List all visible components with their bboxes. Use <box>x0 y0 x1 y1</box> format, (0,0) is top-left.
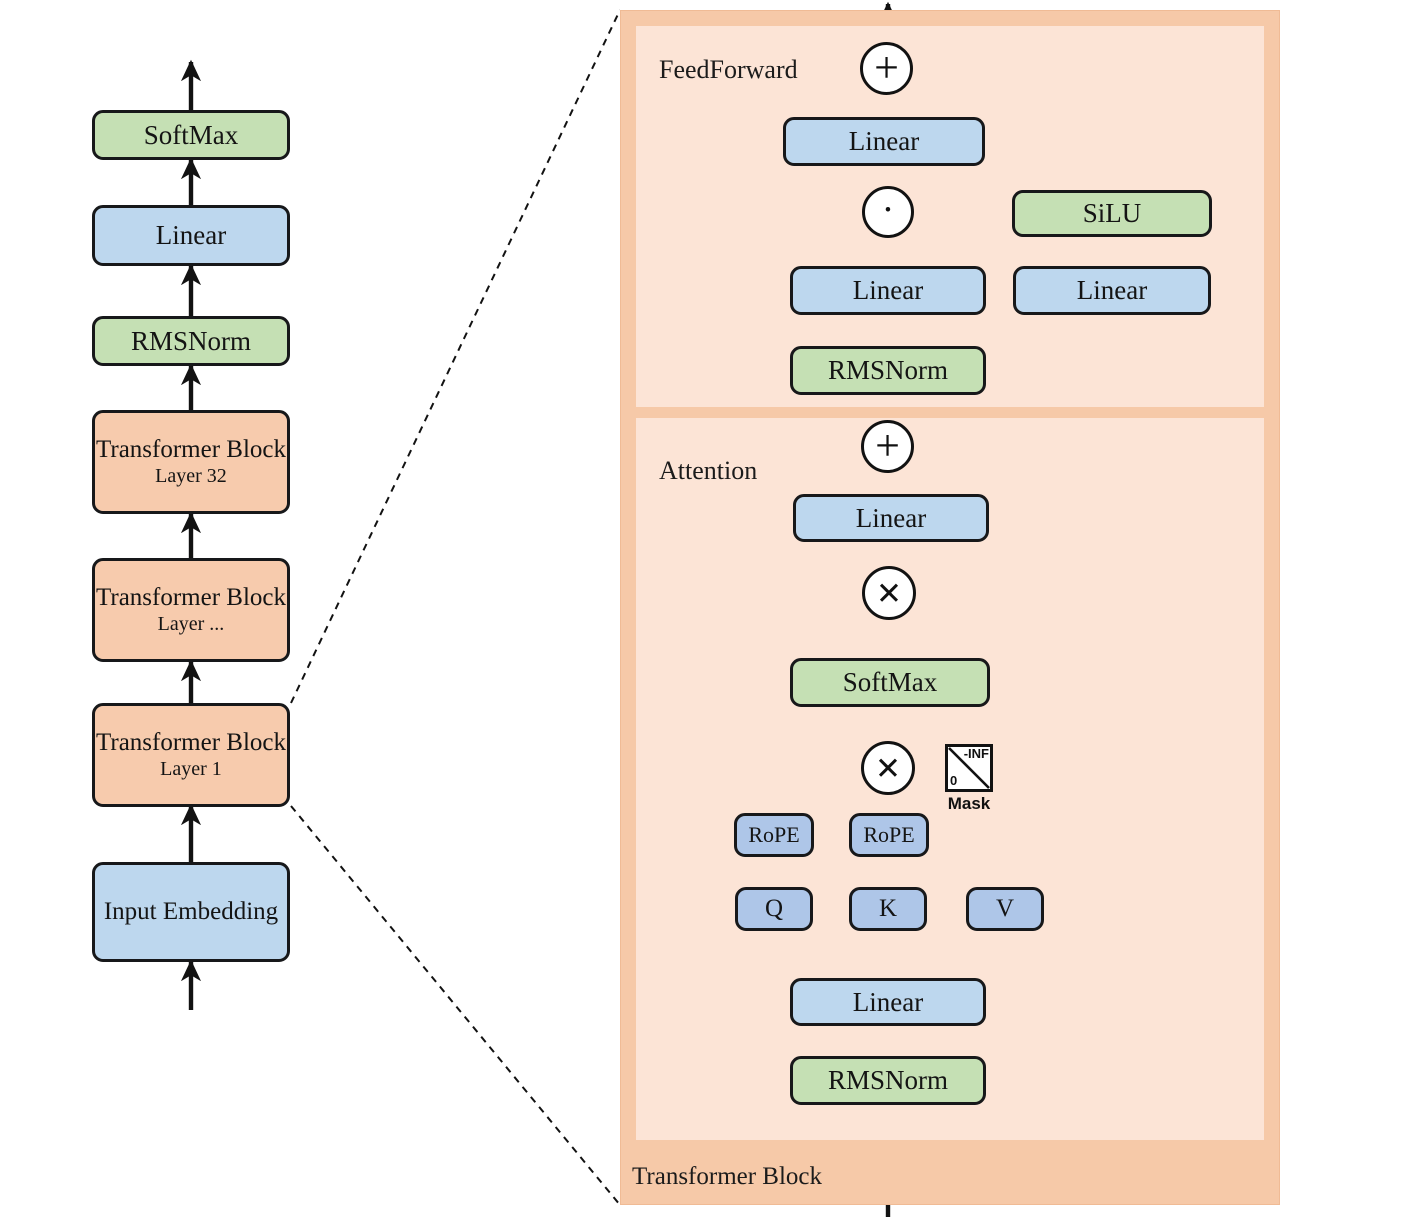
node-label: RMSNorm <box>130 325 252 356</box>
node-ff-up-linear[interactable]: Linear <box>1013 266 1211 315</box>
node-linear-head[interactable]: Linear <box>92 205 290 266</box>
node-label: Linear <box>848 126 920 157</box>
node-transformer-block-mid[interactable]: Transformer Block Layer ... <box>92 558 290 662</box>
mask-icon: -INF 0 <box>945 744 993 792</box>
matmul-symbol: ✕ <box>876 576 902 611</box>
mask-caption: Mask <box>947 794 991 813</box>
attention-qk-matmul[interactable]: ✕ <box>861 741 915 795</box>
mask-upper-value: -INF <box>963 746 989 761</box>
node-label: RoPE <box>748 821 800 847</box>
multiply-symbol: · <box>881 189 895 231</box>
node-query[interactable]: Q <box>735 887 813 931</box>
node-value[interactable]: V <box>966 887 1044 931</box>
node-transformer-block-32[interactable]: Transformer Block Layer 32 <box>92 410 290 514</box>
feedforward-add-operator[interactable]: + <box>860 42 913 95</box>
node-sublabel: Layer ... <box>157 613 225 636</box>
node-attn-qkv-linear[interactable]: Linear <box>790 978 986 1026</box>
node-label: Transformer Block <box>95 729 287 757</box>
node-rmsnorm-head[interactable]: RMSNorm <box>92 316 290 366</box>
node-label: RMSNorm <box>827 1065 949 1096</box>
feedforward-multiply-operator[interactable]: · <box>862 186 914 238</box>
feedforward-label: FeedForward <box>659 55 798 84</box>
node-label: Linear <box>852 986 924 1017</box>
node-sublabel: Layer 32 <box>155 465 227 488</box>
node-ff-down-linear[interactable]: Linear <box>783 117 985 166</box>
node-ff-silu[interactable]: SiLU <box>1012 190 1212 237</box>
node-rope-q[interactable]: RoPE <box>734 813 814 857</box>
node-attn-rmsnorm[interactable]: RMSNorm <box>790 1056 986 1105</box>
node-label: RMSNorm <box>827 355 949 386</box>
node-label: RoPE <box>863 821 915 847</box>
node-label: K <box>878 895 898 922</box>
node-attn-softmax[interactable]: SoftMax <box>790 658 990 707</box>
node-label: Input Embedding <box>103 898 279 925</box>
node-label: V <box>995 895 1015 922</box>
node-label: SiLU <box>1082 198 1142 229</box>
node-label: Transformer Block <box>95 436 287 464</box>
attention-label: Attention <box>659 456 758 485</box>
node-input-embedding[interactable]: Input Embedding <box>92 862 290 962</box>
node-label: SoftMax <box>842 667 938 698</box>
node-key[interactable]: K <box>849 887 927 931</box>
node-label: Transformer Block <box>95 584 287 612</box>
node-label: Linear <box>852 275 924 306</box>
attention-scores-values-matmul[interactable]: ✕ <box>862 566 916 620</box>
node-label: Linear <box>855 502 927 533</box>
node-label: Linear <box>155 220 227 251</box>
matmul-symbol: ✕ <box>875 751 901 786</box>
attention-add-operator[interactable]: + <box>861 420 914 473</box>
node-ff-rmsnorm[interactable]: RMSNorm <box>790 346 986 395</box>
add-symbol: + <box>874 43 899 92</box>
node-sublabel: Layer 1 <box>160 758 222 781</box>
add-symbol: + <box>875 421 900 470</box>
node-label: SoftMax <box>143 119 239 150</box>
node-attn-out-linear[interactable]: Linear <box>793 494 989 542</box>
node-label: Q <box>764 895 784 922</box>
mask-lower-value: 0 <box>950 773 958 788</box>
node-transformer-block-1[interactable]: Transformer Block Layer 1 <box>92 703 290 807</box>
node-label: Linear <box>1076 275 1148 306</box>
node-softmax-head[interactable]: SoftMax <box>92 110 290 160</box>
attention-mask[interactable]: -INF 0 Mask <box>945 744 993 813</box>
transformer-block-panel-label: Transformer Block <box>632 1163 823 1190</box>
node-rope-k[interactable]: RoPE <box>849 813 929 857</box>
node-ff-gate-linear[interactable]: Linear <box>790 266 986 315</box>
